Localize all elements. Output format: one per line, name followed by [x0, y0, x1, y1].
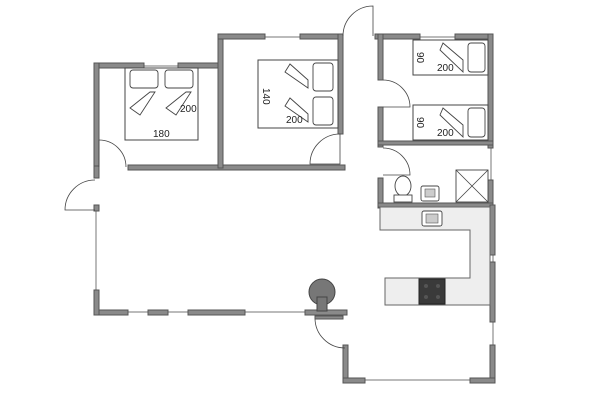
- bed-length-label: 200: [437, 63, 454, 74]
- walls: [93, 33, 496, 384]
- doors: [64, 5, 411, 349]
- bed-double-middle: 140 200: [257, 59, 339, 129]
- door-middle-bedroom: [309, 133, 341, 165]
- bed-double-left: 200 180: [124, 67, 199, 141]
- door-bathroom: [382, 147, 411, 176]
- bed-length-label: 200: [437, 128, 454, 139]
- kitchen-counter: [379, 206, 491, 306]
- hob-icon: [418, 278, 446, 305]
- bed-width-label: 90: [414, 117, 425, 129]
- bed-length-label: 200: [286, 115, 303, 126]
- bed-width-label: 140: [260, 88, 271, 105]
- toilet-icon: [394, 175, 412, 197]
- wood-stove-icon: [308, 278, 336, 312]
- bed-length-label: 200: [180, 104, 197, 115]
- shower-icon: [455, 169, 489, 203]
- bed-single-top: 90 200: [412, 39, 489, 76]
- bed-single-bottom: 90 200: [412, 104, 489, 141]
- door-terrace: [314, 317, 346, 349]
- bed-width-label: 180: [153, 129, 170, 140]
- windows: [95, 36, 494, 381]
- kitchen: [379, 206, 491, 306]
- door-side-entrance: [64, 179, 96, 211]
- bed-width-label: 90: [414, 52, 425, 64]
- door-bunk-room-1: [382, 79, 411, 108]
- entrance-door-top: [342, 5, 374, 37]
- bathroom-fixtures: [393, 169, 489, 203]
- door-left-bedroom: [98, 139, 127, 168]
